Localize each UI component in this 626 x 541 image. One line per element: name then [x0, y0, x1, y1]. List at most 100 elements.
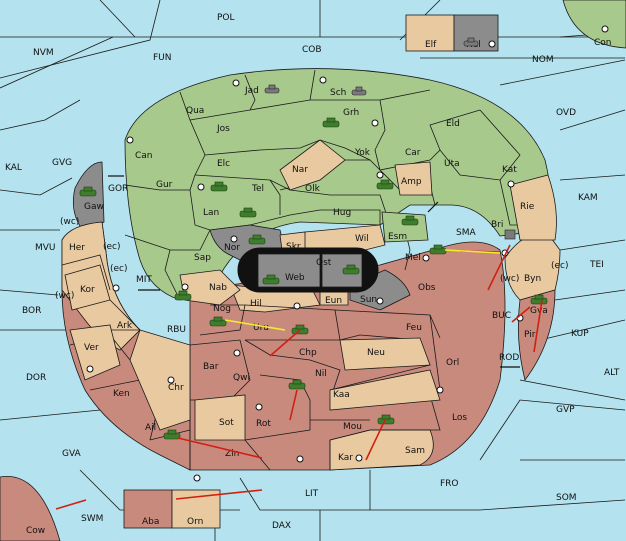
land-label: Ail: [145, 423, 156, 433]
army-icon: [209, 316, 227, 327]
land-label: Ver: [84, 343, 99, 353]
fleet-icon: [463, 37, 479, 47]
province-ver[interactable]: [69, 324, 121, 381]
province-kaa[interactable]: [329, 369, 441, 411]
land-label: Mou: [343, 422, 362, 432]
land-label: Kar: [338, 453, 353, 463]
sea-label: SOM: [556, 493, 577, 503]
province-mou-sam: [329, 429, 434, 471]
sea-label: KAM: [578, 193, 598, 203]
coast-label: (ec): [110, 264, 128, 274]
land-label: Olk: [305, 184, 321, 194]
land-label: Kor: [80, 285, 95, 295]
land-label: Orn: [187, 517, 203, 527]
land-label: Nog: [213, 304, 231, 314]
land-label: Kaa: [333, 390, 350, 400]
land-label: Orl: [446, 358, 459, 368]
land-label: Esm: [388, 232, 407, 242]
sea-label: DOR: [26, 373, 46, 383]
province-kor[interactable]: [64, 264, 111, 311]
land-label: Yok: [354, 148, 371, 158]
province-sot[interactable]: [194, 394, 246, 441]
coast-label: (wc): [500, 274, 519, 284]
army-icon: [504, 229, 516, 240]
province-elf[interactable]: [405, 14, 455, 52]
army-icon: [322, 117, 340, 128]
support-orders: [224, 249, 501, 331]
land-label: Neu: [367, 348, 385, 358]
sea-label: OVD: [556, 108, 576, 118]
sea-label: KAL: [5, 163, 22, 173]
sea-label: FUN: [153, 53, 172, 63]
sea-label: POL: [217, 13, 235, 23]
land-label: Sap: [194, 253, 211, 263]
land-label: Tel: [251, 184, 264, 194]
land-label: Car: [405, 148, 421, 158]
army-icon: [376, 179, 394, 190]
army-icon: [342, 264, 360, 275]
army-icon: [262, 274, 280, 285]
land-label: Aba: [142, 517, 159, 527]
sea-label: RBU: [167, 325, 186, 335]
land-label: Ark: [117, 321, 133, 331]
sea-label: NVM: [33, 48, 54, 58]
land-label: Feu: [406, 323, 422, 333]
sea-label: GVG: [52, 158, 72, 168]
land-label: Bri: [491, 220, 503, 230]
land-label: Kat: [502, 165, 517, 175]
land-label: Sch: [330, 88, 346, 98]
land-label: Grh: [343, 108, 359, 118]
land-label: Sam: [405, 446, 425, 456]
sea-label: COB: [302, 45, 322, 55]
land-label: Byn: [524, 274, 541, 284]
fleet-icon: [351, 86, 367, 96]
sea-label: GVA: [62, 449, 82, 459]
land-label-group: Elf Hel Con Jad Sch Qua Grh Jos Eld Can …: [26, 38, 612, 536]
land-label: Chp: [299, 348, 317, 358]
land-label: Sun: [360, 295, 377, 305]
coast-label: (ec): [103, 242, 121, 252]
army-icon: [174, 290, 192, 301]
army-icon: [248, 234, 266, 245]
land-label: Lan: [203, 208, 219, 218]
land-label: Ost: [316, 258, 332, 268]
province-chr[interactable]: [129, 329, 191, 431]
land-label: Bar: [203, 362, 219, 372]
province-neu[interactable]: [339, 337, 431, 371]
province-rie[interactable]: [509, 174, 557, 241]
sea-label: BOR: [22, 306, 41, 316]
convoy-arrows: [108, 175, 520, 368]
land-label: Eun: [325, 296, 342, 306]
land-label: Amp: [401, 177, 422, 187]
land-label: Nab: [209, 283, 227, 293]
army-icon: [239, 207, 257, 218]
province-nar[interactable]: [279, 139, 346, 191]
sea-label: SWM: [81, 514, 103, 524]
land-label: Gva: [530, 306, 548, 316]
land-label: Zin: [225, 449, 239, 459]
province-amp[interactable]: [394, 161, 433, 196]
army-icon: [163, 429, 181, 440]
land-label: Rot: [256, 419, 271, 429]
land-label: Rie: [520, 202, 535, 212]
land-label: Web: [285, 273, 305, 283]
sea-label: LIT: [305, 489, 319, 499]
province-ost-inner[interactable]: [321, 253, 363, 288]
land-label: Jad: [244, 86, 259, 96]
land-label: Los: [452, 413, 467, 423]
land-label: Qwi: [233, 373, 250, 383]
land-label: Eld: [446, 119, 460, 129]
sea-label: SMA: [456, 228, 476, 238]
army-icon: [429, 244, 447, 255]
land-label: Hil: [250, 299, 262, 309]
coast-label: (wc): [55, 291, 74, 301]
supply-centers: [86, 25, 609, 482]
sea-label: NOM: [532, 55, 554, 65]
land-label: Gaw: [84, 202, 104, 212]
land-label: Her: [69, 243, 85, 253]
fleet-icon: [264, 84, 280, 94]
sea-label: ROD: [499, 353, 519, 363]
land-label: Jos: [216, 124, 230, 134]
sea-label: TEI: [589, 260, 604, 270]
